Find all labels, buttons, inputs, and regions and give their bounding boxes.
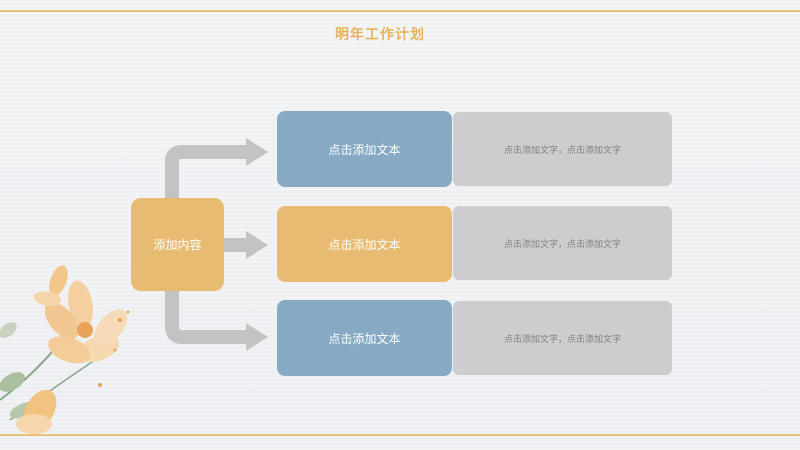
slide-title: 明年工作计划 (335, 27, 425, 43)
flower-decoration-icon (0, 265, 130, 434)
arrow-down-branch (165, 290, 250, 344)
row-2-label-box[interactable]: 点击添加文本 (277, 206, 452, 282)
row-2-desc: 点击添加文字，点击添加文字 (503, 239, 621, 250)
row-2-label: 点击添加文本 (328, 237, 401, 252)
row-3-desc-box[interactable]: 点击添加文字，点击添加文字 (453, 301, 672, 375)
center-node-label: 添加内容 (153, 238, 202, 252)
row-3-desc: 点击添加文字，点击添加文字 (503, 334, 621, 345)
row-1-label-box[interactable]: 点击添加文本 (277, 111, 452, 187)
arrow-head-middle (246, 231, 268, 259)
row-1-desc-box[interactable]: 点击添加文字，点击添加文字 (453, 112, 672, 186)
row-2-desc-box[interactable]: 点击添加文字，点击添加文字 (453, 206, 672, 280)
arrow-up-branch (165, 145, 250, 200)
center-node[interactable]: 添加内容 (131, 198, 224, 291)
row-1-label: 点击添加文本 (328, 142, 401, 157)
bottom-gold-rule (0, 434, 800, 436)
arrow-head-top (246, 138, 268, 166)
top-gold-rule (0, 10, 800, 12)
row-1-desc: 点击添加文字，点击添加文字 (503, 145, 621, 156)
arrow-head-bottom (246, 323, 268, 351)
row-3-label: 点击添加文本 (328, 331, 401, 346)
row-3-label-box[interactable]: 点击添加文本 (277, 300, 452, 376)
